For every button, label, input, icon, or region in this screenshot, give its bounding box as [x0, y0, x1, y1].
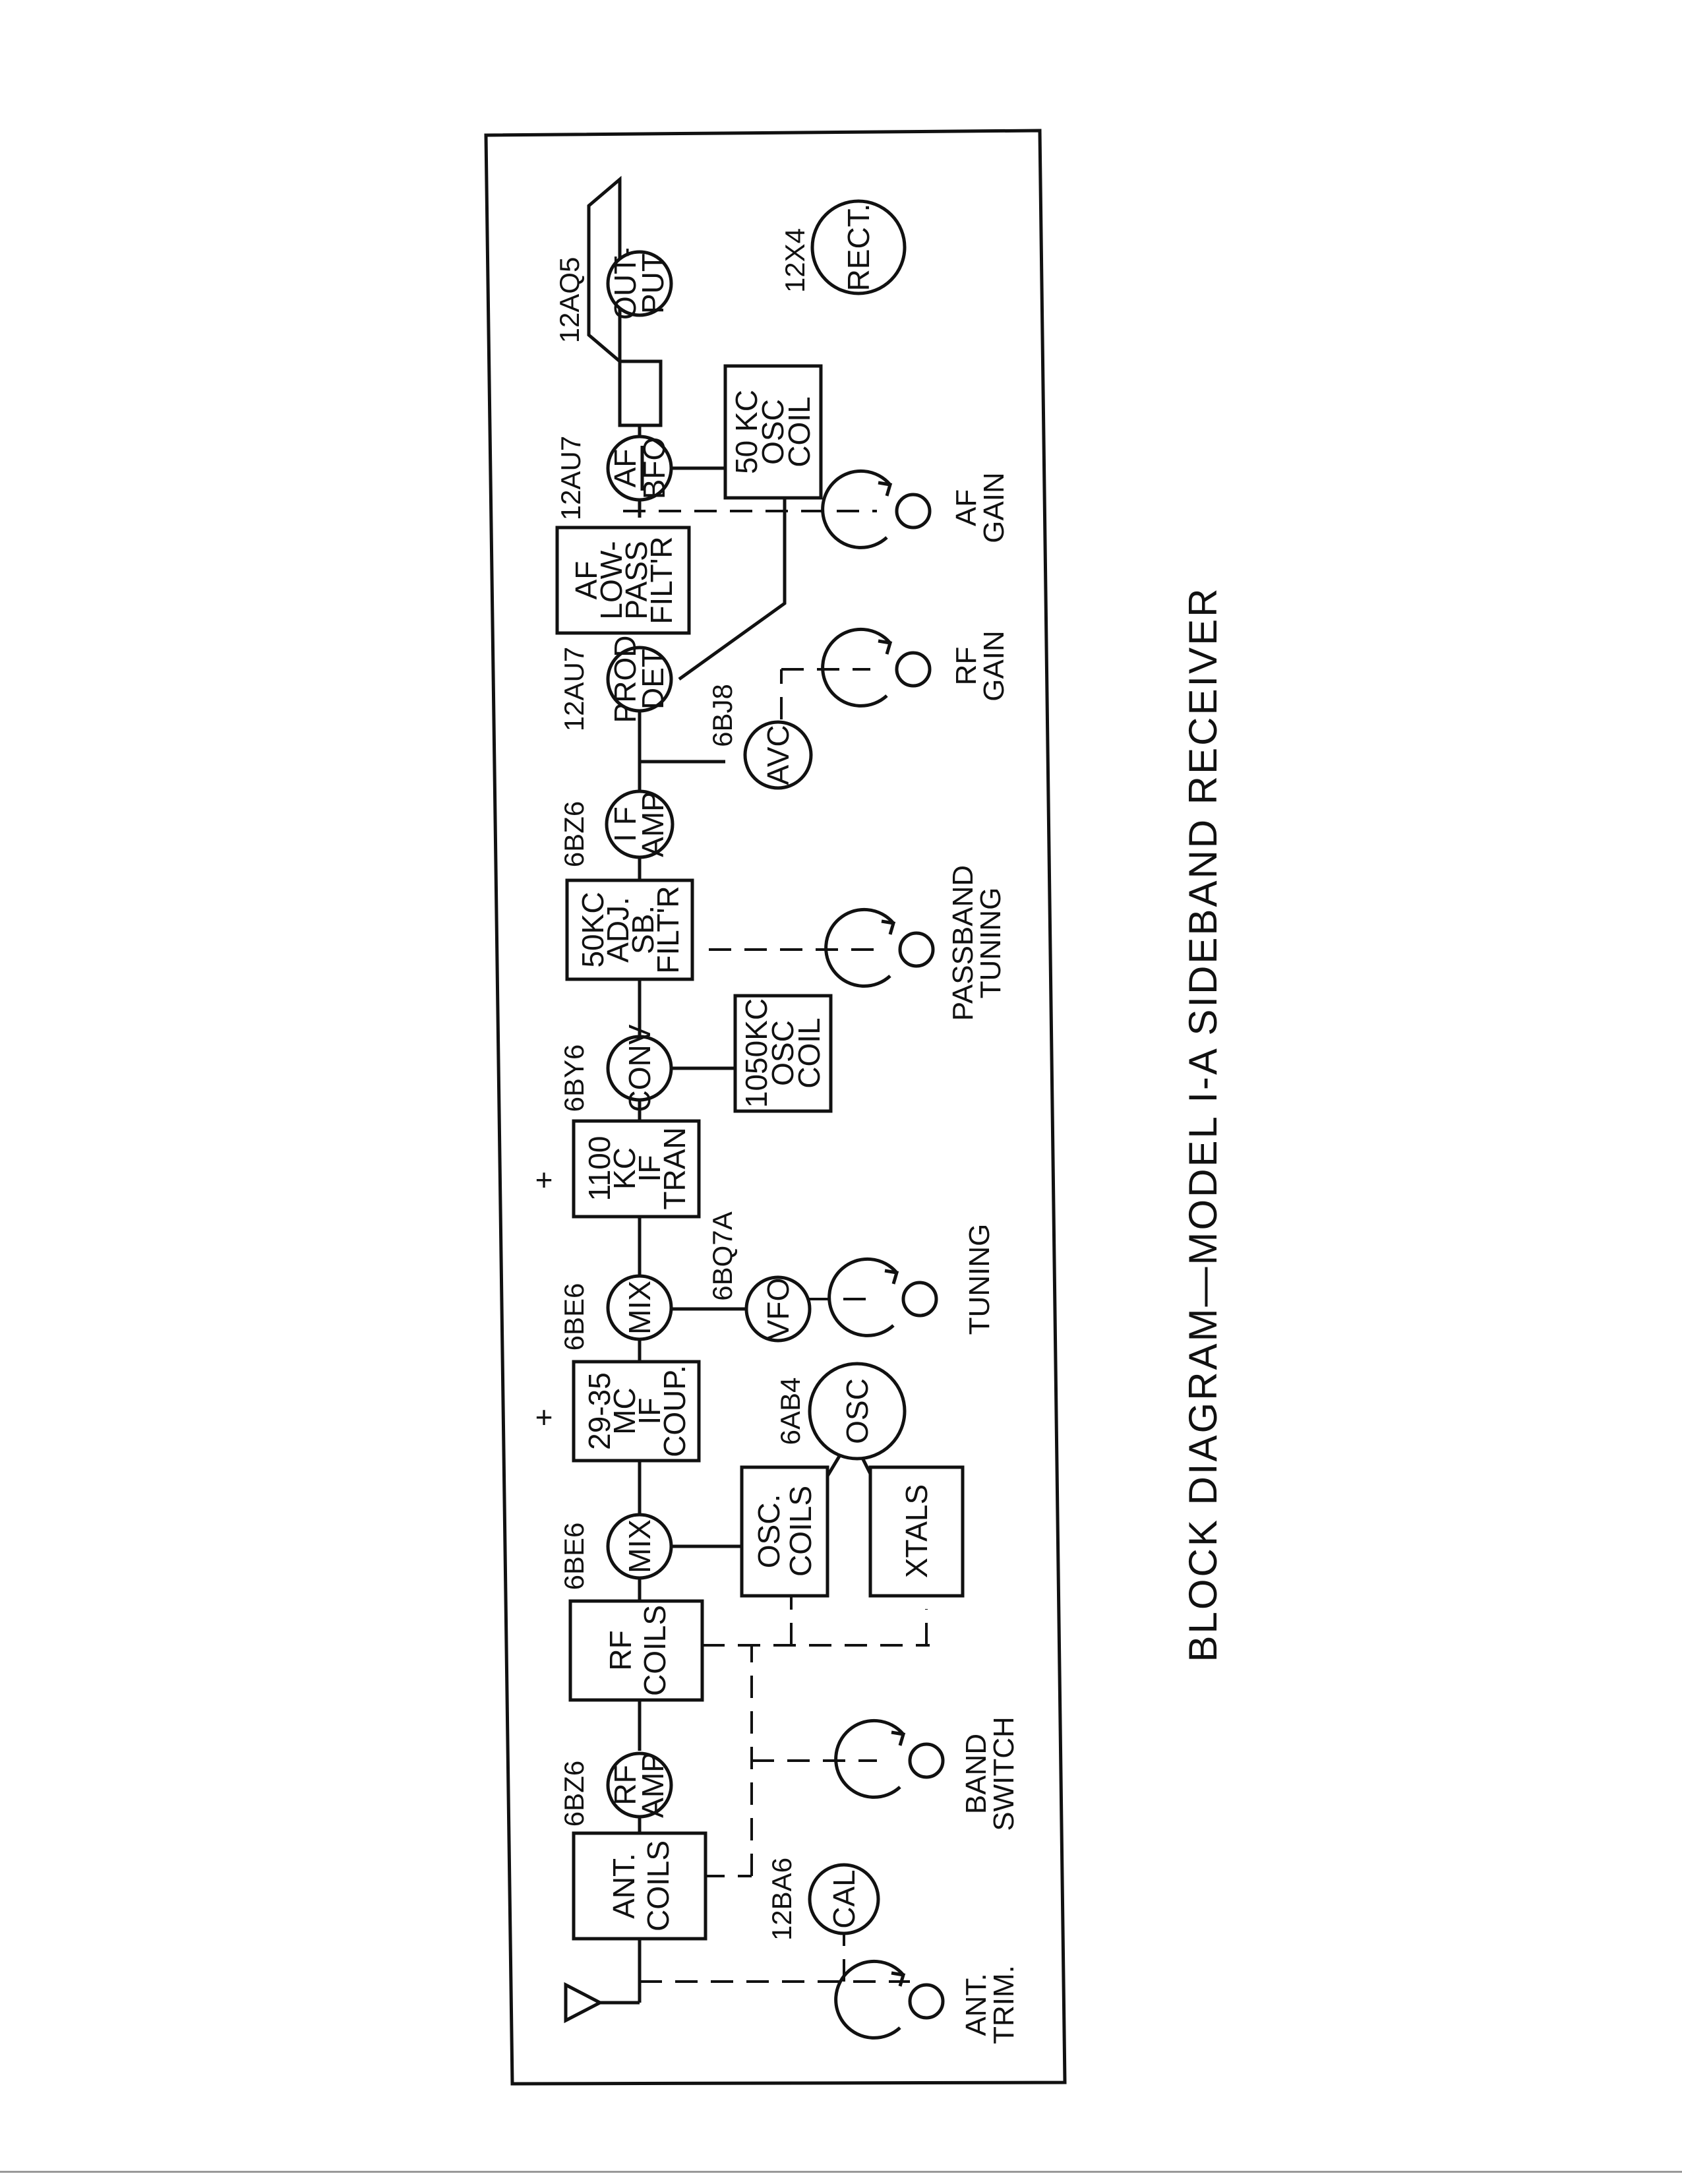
- ant-trim-label-1: ANT.: [960, 1973, 992, 2036]
- vfo-label: VFO: [761, 1278, 795, 1341]
- tube-mix2: 6BE6: [558, 1283, 589, 1351]
- if-amp-label-2: AMP: [636, 791, 670, 857]
- if-coup-label-1: 29-35: [582, 1372, 616, 1450]
- osc1050-label-1: 1050KC: [739, 998, 773, 1108]
- tube-rect: 12X4: [779, 228, 810, 293]
- if-tran-label-3: IF: [632, 1155, 667, 1182]
- if-coup-label-2: MC: [607, 1387, 642, 1435]
- rf-gain-knob-icon: [821, 627, 932, 708]
- tube-rf-amp: 6BZ6: [558, 1761, 589, 1827]
- osc-coils-label-1: OSC.: [752, 1494, 786, 1568]
- ant-trim-label-2: TRIM.: [988, 1965, 1020, 2044]
- af-bfo-label-2: BFO: [637, 437, 671, 500]
- band-switch-knob-icon: [834, 1718, 945, 1799]
- if-tran-label-2: KC: [607, 1147, 642, 1190]
- output-label-1: OUT-: [608, 247, 642, 320]
- signal-wiring: [564, 175, 889, 2024]
- if-coup-label-3: IF: [632, 1398, 667, 1425]
- control-labels: ANT. TRIM. BAND SWITCH TUNING PASSBAND T…: [947, 472, 1020, 2044]
- lowpass-label-3: PASS: [619, 541, 653, 619]
- sb-filter-label-3: SB.: [626, 905, 660, 954]
- tube-output: 12AQ5: [554, 257, 585, 344]
- af-gain-label-2: GAIN: [978, 472, 1010, 543]
- tuning-knob-icon: [827, 1257, 938, 1337]
- ant-coils-label-1: ANT.: [607, 1853, 641, 1919]
- af-gain-knob-icon: [821, 469, 932, 549]
- block-labels: ANT. COILS RF AMP RF COILS MIX 29-35 MC …: [569, 204, 934, 1931]
- speaker-icon: [618, 359, 663, 427]
- plus-mark-2: +: [535, 1163, 553, 1197]
- if-coup-label-4: COUP.: [657, 1365, 692, 1457]
- passband-label-2: TUNING: [975, 888, 1007, 999]
- diagram-frame: [484, 129, 1067, 2086]
- prod-det-label-1: PROD: [608, 636, 642, 723]
- rf-gain-label-2: GAIN: [978, 630, 1010, 702]
- osc1050-label-3: COIL: [792, 1017, 826, 1088]
- tube-cal: 12BA6: [766, 1858, 797, 1941]
- rf-coils-label-2: COILS: [638, 1605, 672, 1696]
- af-bfo-label-1: AF: [608, 449, 642, 488]
- cal-label: CAL: [827, 1869, 861, 1928]
- osc1050-label-2: OSC: [766, 1020, 800, 1086]
- tube-prod-det: 12AU7: [558, 647, 589, 731]
- band-switch-label-2: SWITCH: [988, 1716, 1020, 1831]
- rf-amp-label-1: RF: [608, 1765, 642, 1805]
- osc-label: OSC: [840, 1378, 874, 1444]
- ant-coils-label-2: COILS: [641, 1840, 675, 1931]
- osc-coils-label-2: COILS: [783, 1486, 818, 1577]
- tube-vfo: 6BQ7A: [707, 1211, 738, 1300]
- if-tran-label-4: TRAN: [657, 1127, 692, 1209]
- ant-trim-knob-icon: [834, 1959, 945, 2040]
- tube-af-bfo: 12AU7: [555, 436, 586, 520]
- sb-filter-label-2: ADJ.: [601, 897, 635, 963]
- tube-osc: 6AB4: [775, 1378, 806, 1445]
- xtals-label: XTALS: [899, 1484, 934, 1578]
- mix1-label: MIX: [622, 1519, 657, 1573]
- osc50-label-1: 50 KC: [729, 390, 764, 474]
- conv-label: CONV: [622, 1024, 657, 1112]
- passband-knob-icon: [824, 907, 935, 988]
- sb-filter-label-4: FILT'R: [651, 886, 685, 973]
- diagram-title: BLOCK DIAGRAM—MODEL I-A SIDEBAND RECEIVE…: [1181, 586, 1225, 1662]
- tube-if-amp: 6BZ6: [558, 801, 589, 867]
- tuning-label: TUNING: [963, 1224, 996, 1335]
- control-knobs: [821, 469, 945, 2040]
- page-bottom-rule: [0, 2171, 1682, 2173]
- plus-mark-1: +: [535, 1400, 553, 1434]
- osc50-label-2: OSC: [756, 399, 790, 465]
- control-links: [623, 510, 930, 1983]
- prod-det-label-2: DET: [636, 649, 670, 710]
- tube-avc: 6BJ8: [707, 684, 738, 747]
- tube-mix1: 6BE6: [558, 1523, 589, 1591]
- sb-filter-label-1: 50KC: [576, 892, 610, 967]
- band-switch-label-1: BAND: [960, 1734, 992, 1814]
- rf-gain-label-1: RF: [950, 647, 982, 686]
- rf-coils-label-1: RF: [603, 1630, 638, 1670]
- mix2-label: MIX: [622, 1281, 657, 1335]
- avc-label: AVC: [761, 725, 795, 785]
- rf-amp-label-2: AMP: [636, 1752, 670, 1818]
- rect-label: RECT.: [841, 204, 876, 291]
- if-tran-label-1: 1100: [582, 1136, 616, 1201]
- lowpass-label-2: LOW-: [594, 541, 628, 619]
- circle-blocks: [605, 199, 907, 1935]
- passband-label-1: PASSBAND: [947, 865, 979, 1021]
- tube-labels: 6BZ6 6BE6 6BE6 6BY6 6BZ6 12AU7 12AU7 12A…: [554, 228, 810, 1941]
- output-label-2: PUT: [636, 253, 670, 314]
- antenna-icon: [564, 1982, 604, 2024]
- tube-conv: 6BY6: [558, 1045, 589, 1112]
- lowpass-label-1: AF: [569, 561, 603, 600]
- lowpass-label-4: FILT'R: [644, 536, 678, 624]
- af-gain-label-1: AF: [950, 489, 982, 526]
- osc50-label-3: COIL: [782, 396, 816, 467]
- rect-blocks: [555, 364, 965, 1941]
- if-amp-label-1: I F: [608, 806, 642, 842]
